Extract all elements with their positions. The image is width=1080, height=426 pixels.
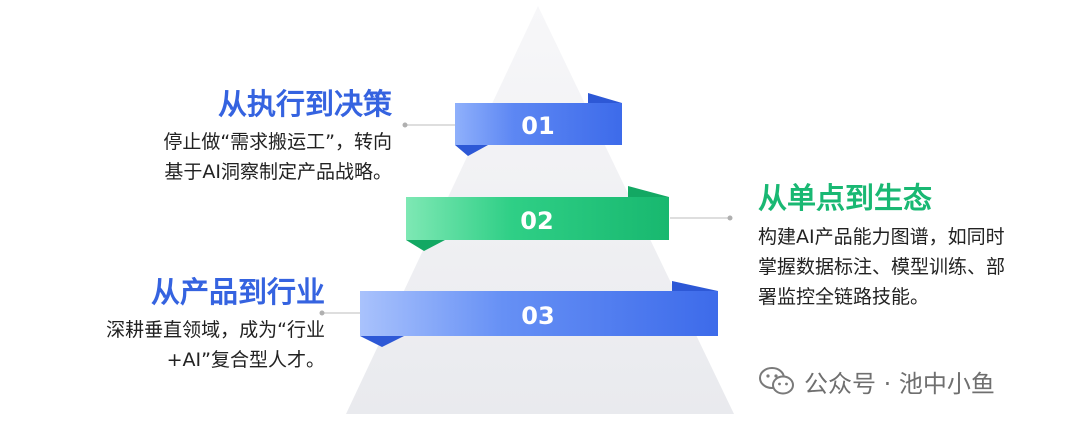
level-03-description: 深耕垂直领域，成为“行业 +AI”复合型人才。 [106,315,325,375]
level-01-title: 从执行到决策 [217,87,392,121]
level-03-title: 从产品到行业 [150,275,325,309]
ribbon-03-band [360,291,718,336]
ribbon-02-band [406,197,669,240]
level-02-description: 构建AI产品能力图谱，如同时 掌握数据标注、模型训练、部 署监控全链路技能。 [758,222,1005,312]
watermark: 公众号 · 池中小鱼 [758,363,995,399]
level-03-number: 03 [521,302,554,330]
ribbon-03-fold-bottom [360,336,404,347]
level-01-desc-line-1: 停止做“需求搬运工”，转向 [163,131,392,153]
level-03-ribbon: 03 [360,281,718,347]
ribbon-01-fold-top [588,93,622,103]
level-02-number: 02 [520,207,553,235]
ribbon-01-fold-bottom [455,145,488,156]
watermark-text: 公众号 · 池中小鱼 [804,369,995,398]
ribbon-02-fold-bottom [406,240,445,251]
level-02-desc-line-3: 署监控全链路技能。 [758,286,930,308]
connector-dot-2 [727,215,733,221]
connector-dot-3 [319,310,325,316]
wechat-icon [759,367,794,395]
level-02-desc-line-2: 掌握数据标注、模型训练、部 [758,256,1006,278]
level-01-desc-line-2: 基于AI洞察制定产品战略。 [164,161,392,183]
ribbon-01-band [455,103,622,145]
level-02-ribbon: 02 [406,186,669,251]
level-03-desc-line-1: 深耕垂直领域，成为“行业 [106,319,325,341]
level-01-ribbon: 01 [455,93,622,156]
level-03-desc-line-2: +AI”复合型人才。 [166,349,325,371]
level-01-description: 停止做“需求搬运工”，转向 基于AI洞察制定产品战略。 [163,127,392,187]
level-02-desc-line-1: 构建AI产品能力图谱，如同时 [758,226,1005,248]
level-02-title: 从单点到生态 [758,181,933,215]
connector-dot-1 [402,122,408,128]
ribbon-02-fold-top [628,186,669,197]
ribbon-03-fold-top [672,281,718,291]
level-01-number: 01 [521,112,554,140]
